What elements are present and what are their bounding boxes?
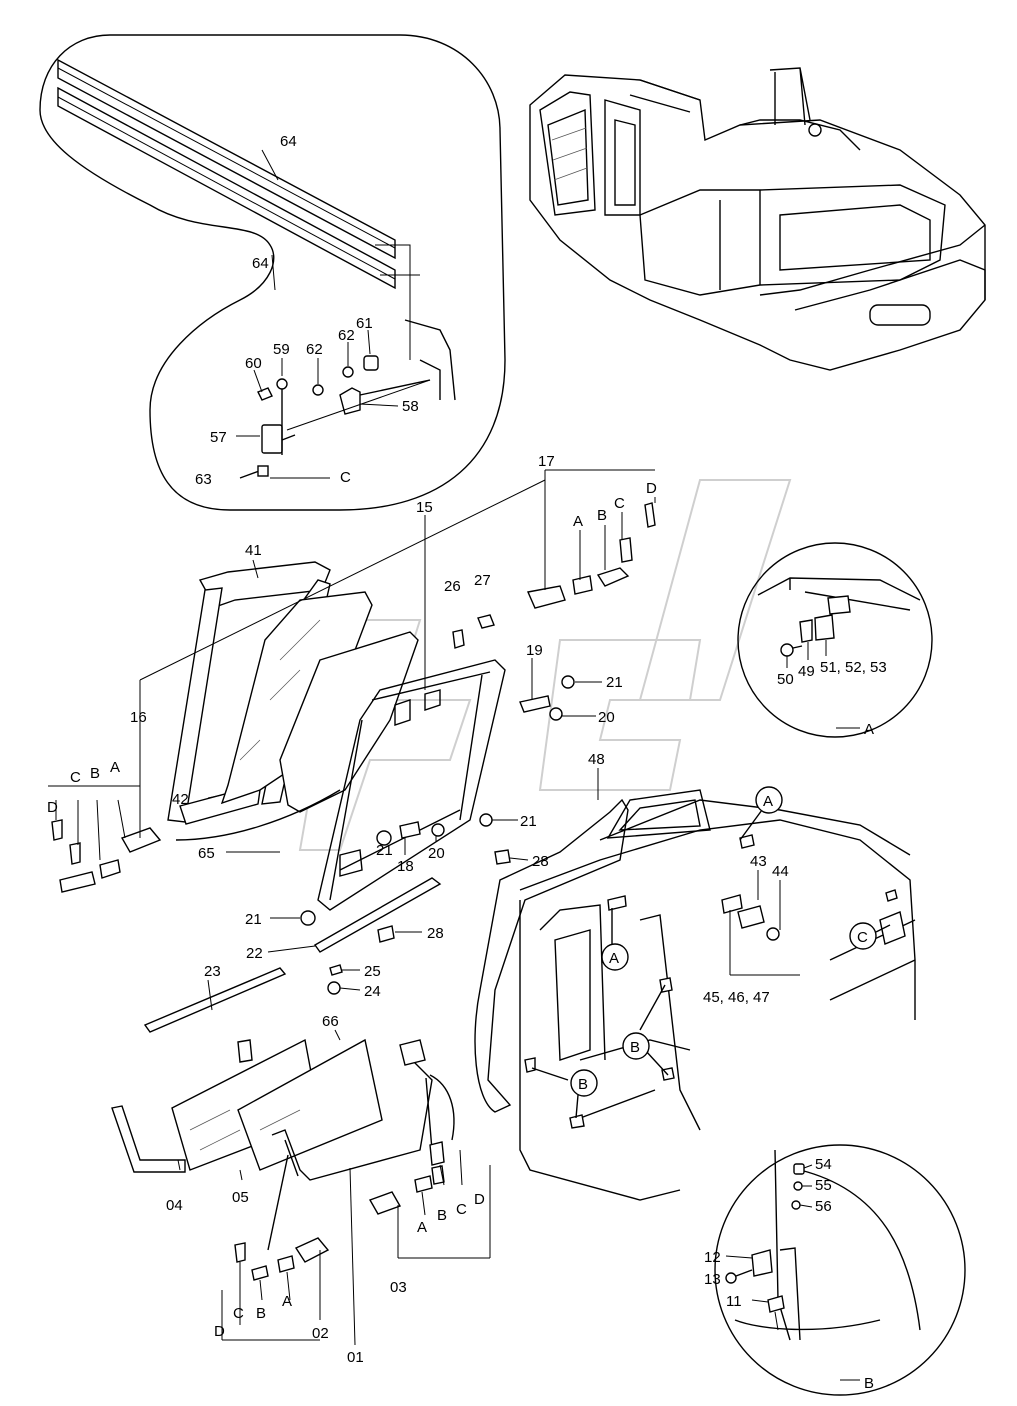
label-41: 41 <box>245 542 262 559</box>
label-56: 56 <box>815 1198 832 1215</box>
detail-c-view: 64 64 59 60 62 62 61 58 57 63 C <box>39 34 506 511</box>
label-21-c: 21 <box>520 813 537 830</box>
label-13: 13 <box>704 1271 721 1288</box>
label-59: 59 <box>273 341 290 358</box>
detail-c-outline <box>39 34 506 511</box>
excavator-overview <box>529 67 986 371</box>
label-detail-c: C <box>340 469 351 486</box>
label-17-a: A <box>573 513 583 530</box>
label-16-b: B <box>90 765 100 782</box>
label-64-lower: 64 <box>252 255 269 272</box>
label-05: 05 <box>232 1189 249 1206</box>
label-16: 16 <box>130 709 147 726</box>
label-17: 17 <box>538 453 555 470</box>
detail-a-view: 50 49 51, 52, 53 A <box>737 542 933 738</box>
label-63: 63 <box>195 471 212 488</box>
label-03-d: D <box>474 1191 485 1208</box>
label-65: 65 <box>198 845 215 862</box>
label-42: 42 <box>172 791 189 808</box>
callout-a-lower: A <box>601 908 629 971</box>
glass-65 <box>279 631 419 813</box>
label-16-c: C <box>70 769 81 786</box>
rod-23 <box>143 967 287 1033</box>
label-45-46-47: 45, 46, 47 <box>703 989 770 1006</box>
callout-a-upper-text: A <box>763 793 773 810</box>
callout-a-upper: A <box>739 786 783 841</box>
label-58: 58 <box>402 398 419 415</box>
rail-04 <box>111 1105 186 1173</box>
label-54: 54 <box>815 1156 832 1173</box>
label-26: 26 <box>444 578 461 595</box>
label-49: 49 <box>798 663 815 680</box>
label-27: 27 <box>474 572 491 589</box>
detail-b-view: 54 55 56 12 13 11 B <box>704 1144 966 1396</box>
label-55: 55 <box>815 1177 832 1194</box>
rail-part-64 <box>57 58 420 360</box>
label-11: 11 <box>726 1293 742 1310</box>
label-17-c: C <box>614 495 625 512</box>
label-02-c: C <box>233 1305 244 1322</box>
label-19: 19 <box>526 642 543 659</box>
label-02-a: A <box>282 1293 292 1310</box>
label-22: 22 <box>246 945 263 962</box>
seal-48 <box>474 798 629 1113</box>
glass-66 <box>237 1038 383 1171</box>
callout-b-upper-text: B <box>630 1039 640 1056</box>
callout-a-lower-text: A <box>609 950 619 967</box>
label-16-d: D <box>47 799 58 816</box>
label-24: 24 <box>364 983 381 1000</box>
label-18: 18 <box>397 858 414 875</box>
label-20-b: 20 <box>428 845 445 862</box>
label-02-b: B <box>256 1305 266 1322</box>
callout-c: C <box>849 922 891 950</box>
label-20-a: 20 <box>598 709 615 726</box>
label-03: 03 <box>390 1279 407 1296</box>
lower-window-assembly: 66 04 05 01 02 03 D C B A A B C D <box>111 1013 491 1366</box>
label-44: 44 <box>772 863 789 880</box>
callout-b-upper: B <box>622 984 669 1076</box>
callout-b-lower-text: B <box>578 1076 588 1093</box>
label-03-a: A <box>417 1219 427 1236</box>
label-62-left: 62 <box>306 341 323 358</box>
label-15: 15 <box>416 499 433 516</box>
label-01: 01 <box>347 1349 364 1366</box>
label-23: 23 <box>204 963 221 980</box>
label-64-upper: 64 <box>280 133 297 150</box>
label-04: 04 <box>166 1197 183 1214</box>
label-28-b: 28 <box>427 925 444 942</box>
label-detail-b: B <box>864 1375 874 1392</box>
label-66: 66 <box>322 1013 339 1030</box>
label-21-a: 21 <box>606 674 623 691</box>
cab-corner <box>359 319 456 401</box>
label-25: 25 <box>364 963 381 980</box>
label-51-52-53: 51, 52, 53 <box>820 659 887 676</box>
label-03-c: C <box>456 1201 467 1218</box>
label-12: 12 <box>704 1249 721 1266</box>
callout-c-text: C <box>857 929 868 946</box>
label-17-b: B <box>597 507 607 524</box>
label-43: 43 <box>750 853 767 870</box>
frame-15 <box>317 659 506 911</box>
label-62-right: 62 <box>338 327 355 344</box>
label-48: 48 <box>588 751 605 768</box>
label-21-d: 21 <box>245 911 262 928</box>
lock-assembly <box>239 355 431 479</box>
label-50: 50 <box>777 671 794 688</box>
label-02: 02 <box>312 1325 329 1342</box>
label-03-b: B <box>437 1207 447 1224</box>
label-57: 57 <box>210 429 227 446</box>
label-16-a: A <box>110 759 120 776</box>
callout-b-lower: B <box>531 1067 598 1119</box>
rod-22 <box>313 877 442 953</box>
label-17-d: D <box>646 480 657 497</box>
label-21-b: 21 <box>376 842 393 859</box>
label-61: 61 <box>356 315 373 332</box>
window-assembly: 17 15 41 26 27 A B C D 16 D C B A 19 21 … <box>47 453 657 1033</box>
frame-01 <box>271 1057 433 1181</box>
label-detail-a: A <box>864 721 874 738</box>
label-60: 60 <box>245 355 262 372</box>
cab-structure: 48 A A <box>474 751 916 1201</box>
label-02-d: D <box>214 1323 225 1340</box>
